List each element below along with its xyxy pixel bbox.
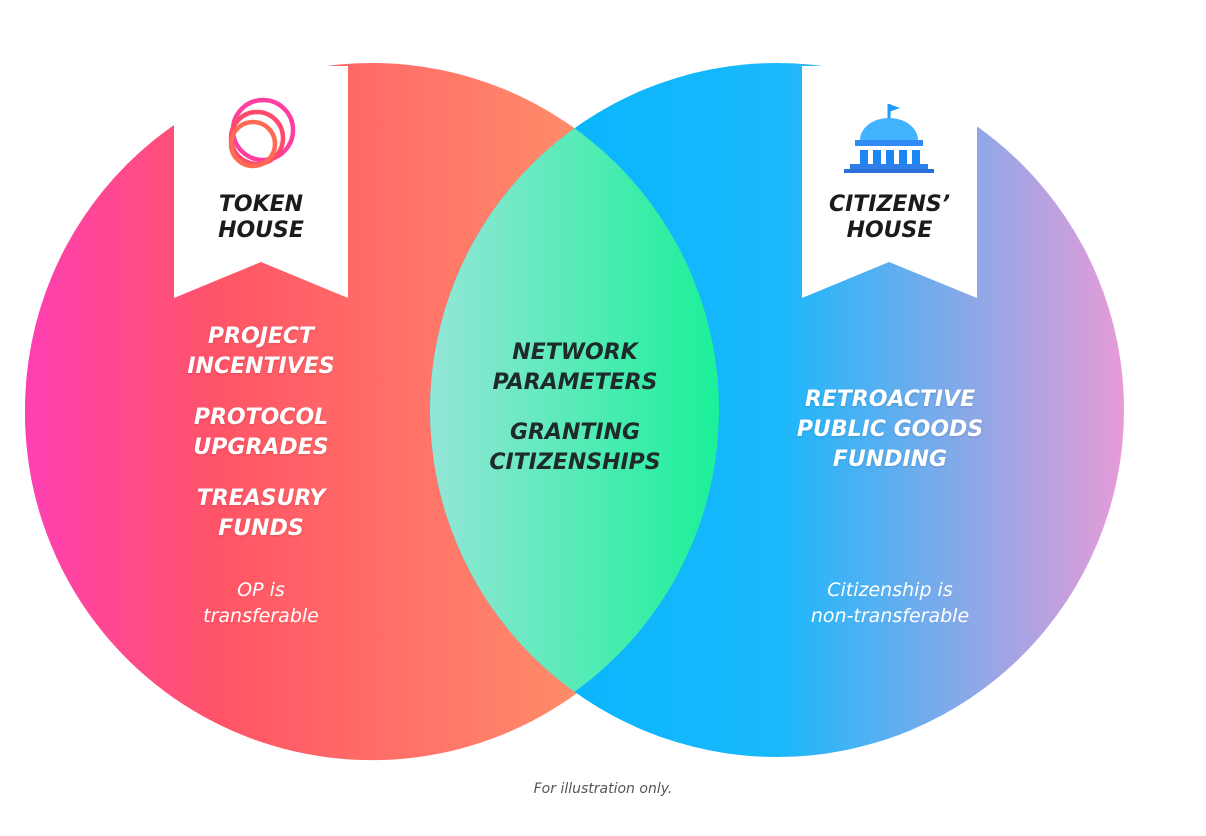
citizens-house-banner [802, 66, 977, 298]
token-house-item-project-incentives: PROJECT INCENTIVES [150, 322, 372, 382]
optimism-rings-icon [228, 97, 296, 169]
token-house-note-line2: transferable [203, 605, 319, 627]
token-house-item-line: FUNDS [218, 516, 304, 541]
citizens-house-item-retroactive-funding: RETROACTIVE PUBLIC GOODS FUNDING [760, 385, 1020, 475]
token-house-note-line1: OP is [237, 579, 285, 601]
citizens-house-note: Citizenship is non-transferable [760, 577, 1020, 629]
token-house-title: TOKEN HOUSE [174, 192, 348, 244]
citizens-house-title-line1: CITIZENS’ [828, 192, 951, 217]
token-house-title-line1: TOKEN [218, 192, 304, 217]
center-item-line: PARAMETERS [492, 370, 658, 395]
center-item-line: NETWORK [512, 340, 638, 365]
token-house-banner [174, 66, 348, 298]
token-house-item-line: PROTOCOL [193, 405, 329, 430]
intersection-lens [430, 63, 719, 757]
center-item-line: CITIZENSHIPS [489, 450, 661, 475]
illustration-disclaimer: For illustration only. [533, 781, 673, 797]
citizens-house-item-line: PUBLIC GOODS [796, 417, 984, 442]
center-item-line: GRANTING [509, 420, 641, 445]
token-house-item-protocol-upgrades: PROTOCOL UPGRADES [150, 403, 372, 463]
token-house-item-treasury-funds: TREASURY FUNDS [150, 484, 372, 544]
citizens-house-title-line2: HOUSE [846, 218, 933, 243]
citizens-house-note-line1: Citizenship is [827, 579, 953, 601]
token-house-note: OP is transferable [150, 577, 372, 629]
token-house-item-line: TREASURY [196, 486, 326, 511]
token-house-item-line: INCENTIVES [187, 354, 335, 379]
token-house-item-line: PROJECT [207, 324, 315, 349]
token-house-item-line: UPGRADES [193, 435, 329, 460]
citizens-house-item-line: FUNDING [832, 447, 948, 472]
center-item-network-parameters: NETWORK PARAMETERS [460, 338, 690, 398]
citizens-house-tab-top [777, 66, 802, 106]
token-house-title-line2: HOUSE [218, 218, 304, 243]
citizens-house-item-line: RETROACTIVE [804, 387, 976, 412]
capitol-building-icon [844, 104, 934, 173]
citizens-house-note-line2: non-transferable [810, 605, 970, 627]
center-item-granting-citizenships: GRANTING CITIZENSHIPS [460, 418, 690, 478]
token-house-tab-top [348, 66, 372, 106]
citizens-house-title: CITIZENS’ HOUSE [802, 192, 977, 244]
